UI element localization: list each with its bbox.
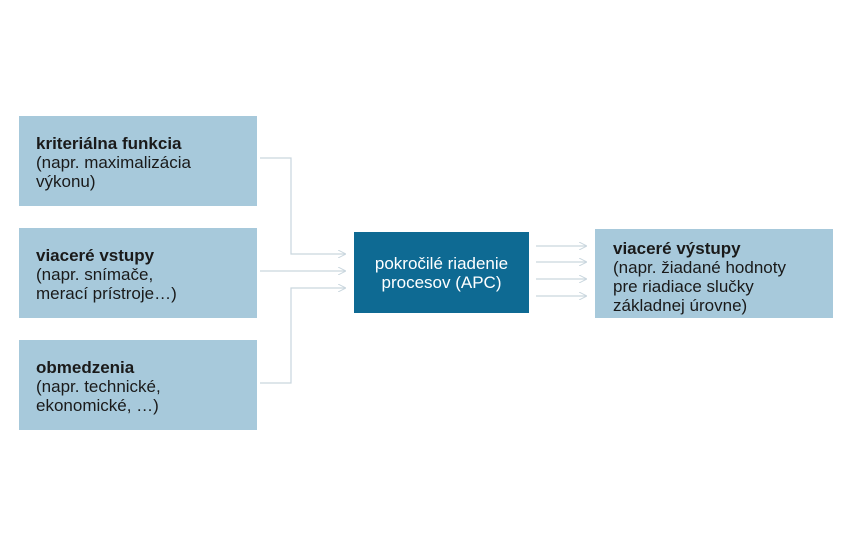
connector-constraints-to-apc <box>260 288 345 384</box>
input-title-multiple-inputs: viaceré vstupy <box>36 246 155 265</box>
input-title-constraints: obmedzenia <box>36 358 135 377</box>
input-title-objective-function: kriteriálna funkcia <box>36 134 182 153</box>
input-box-constraints: obmedzenia (napr. technické, ekonomické,… <box>19 340 257 430</box>
input-desc-objective-function: (napr. maximalizácia výkonu) <box>36 153 191 191</box>
connector-objective-to-apc <box>260 157 345 254</box>
center-box-apc: pokročilé riadenie procesov (APC) <box>354 232 529 313</box>
input-desc-constraints: (napr. technické, ekonomické, …) <box>36 377 161 415</box>
input-box-objective-function: kriteriálna funkcia (napr. maximalizácia… <box>19 116 257 206</box>
output-desc-multiple-outputs: (napr. žiadané hodnoty pre riadiace sluč… <box>613 258 786 315</box>
output-title-multiple-outputs: viaceré výstupy <box>613 239 741 258</box>
input-box-multiple-inputs: viaceré vstupy (napr. snímače, merací pr… <box>19 228 257 318</box>
input-desc-multiple-inputs: (napr. snímače, merací prístroje…) <box>36 265 177 303</box>
output-box-multiple-outputs: viaceré výstupy (napr. žiadané hodnoty p… <box>595 229 833 318</box>
